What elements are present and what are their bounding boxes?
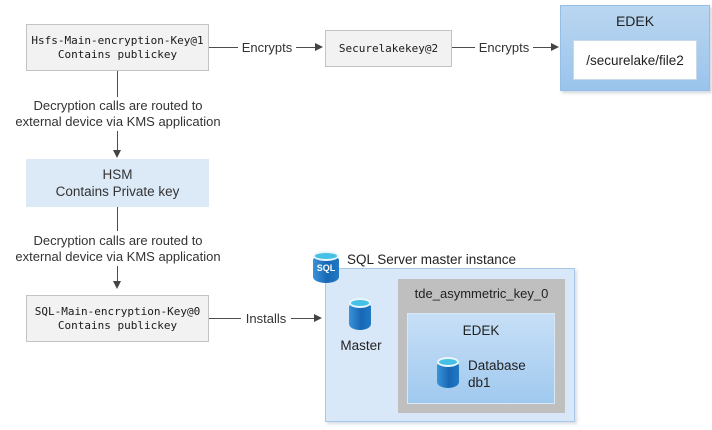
tde-key-title: tde_asymmetric_key_0	[414, 286, 549, 301]
securelake-key-name: Securelakekey@2	[338, 41, 439, 55]
installs-label: Installs	[245, 311, 287, 326]
connector-line	[296, 47, 315, 48]
master-label: Master	[340, 338, 382, 353]
edek-file-box: EDEK /securelake/file2	[560, 5, 710, 91]
sql-key-name: SQL-Main-encryption-Key@0	[34, 304, 201, 318]
edek-file-title: EDEK	[615, 13, 655, 29]
connector-line	[452, 47, 475, 48]
master-database-icon	[349, 298, 371, 330]
database-label: Database db1	[468, 358, 526, 391]
arrow-down-icon	[113, 281, 121, 289]
hsm-detail: Contains Private key	[55, 184, 180, 199]
sql-key-box: SQL-Main-encryption-Key@0 Contains publi…	[26, 295, 209, 342]
edek-inner-title: EDEK	[462, 323, 500, 338]
kms-note-2-line2: external device via KMS application	[15, 248, 221, 264]
hsfs-key-detail: Contains publickey	[57, 47, 178, 61]
file-path-box: /securelake/file2	[573, 40, 697, 80]
sql-instance-title: SQL Server master instance	[347, 252, 517, 267]
sql-key-detail: Contains publickey	[57, 318, 178, 332]
connector-line	[117, 71, 118, 97]
arrow-down-icon	[113, 150, 121, 158]
hsm-box: HSM Contains Private key	[26, 159, 209, 207]
kms-note-1-line2: external device via KMS application	[15, 113, 221, 129]
hsfs-key-box: Hsfs-Main-encryption-Key@1 Contains publ…	[26, 24, 209, 71]
connector-line	[533, 47, 551, 48]
arrow-right-icon	[314, 314, 322, 322]
file-path: /securelake/file2	[586, 52, 684, 68]
sql-server-icon-top	[313, 251, 339, 261]
encrypts-label-1: Encrypts	[241, 40, 293, 55]
encrypts-label-2: Encrypts	[478, 40, 530, 55]
connector-line	[117, 207, 118, 231]
arrow-right-icon	[551, 43, 559, 51]
kms-note-1-line1: Decryption calls are routed to	[33, 98, 203, 113]
sql-server-icon: SQL	[313, 251, 339, 283]
db1-database-icon	[437, 357, 459, 388]
hsfs-key-name: Hsfs-Main-encryption-Key@1	[31, 33, 204, 47]
connector-line	[209, 318, 241, 319]
securelake-key-box: Securelakekey@2	[325, 30, 452, 67]
database-label-line2: db1	[468, 374, 491, 390]
connector-line	[209, 47, 238, 48]
kms-note-2-line1: Decryption calls are routed to	[33, 233, 203, 248]
sql-icon-text: SQL	[316, 263, 336, 273]
kms-note-1: Decryption calls are routed to external …	[2, 98, 234, 129]
connector-line	[291, 318, 314, 319]
connector-line	[117, 131, 118, 151]
kms-note-2: Decryption calls are routed to external …	[2, 233, 234, 264]
connector-line	[117, 266, 118, 282]
edek-inner-box: EDEK	[407, 313, 555, 404]
database-label-line1: Database	[468, 358, 526, 373]
hsm-title: HSM	[102, 167, 133, 182]
arrow-right-icon	[315, 43, 323, 51]
